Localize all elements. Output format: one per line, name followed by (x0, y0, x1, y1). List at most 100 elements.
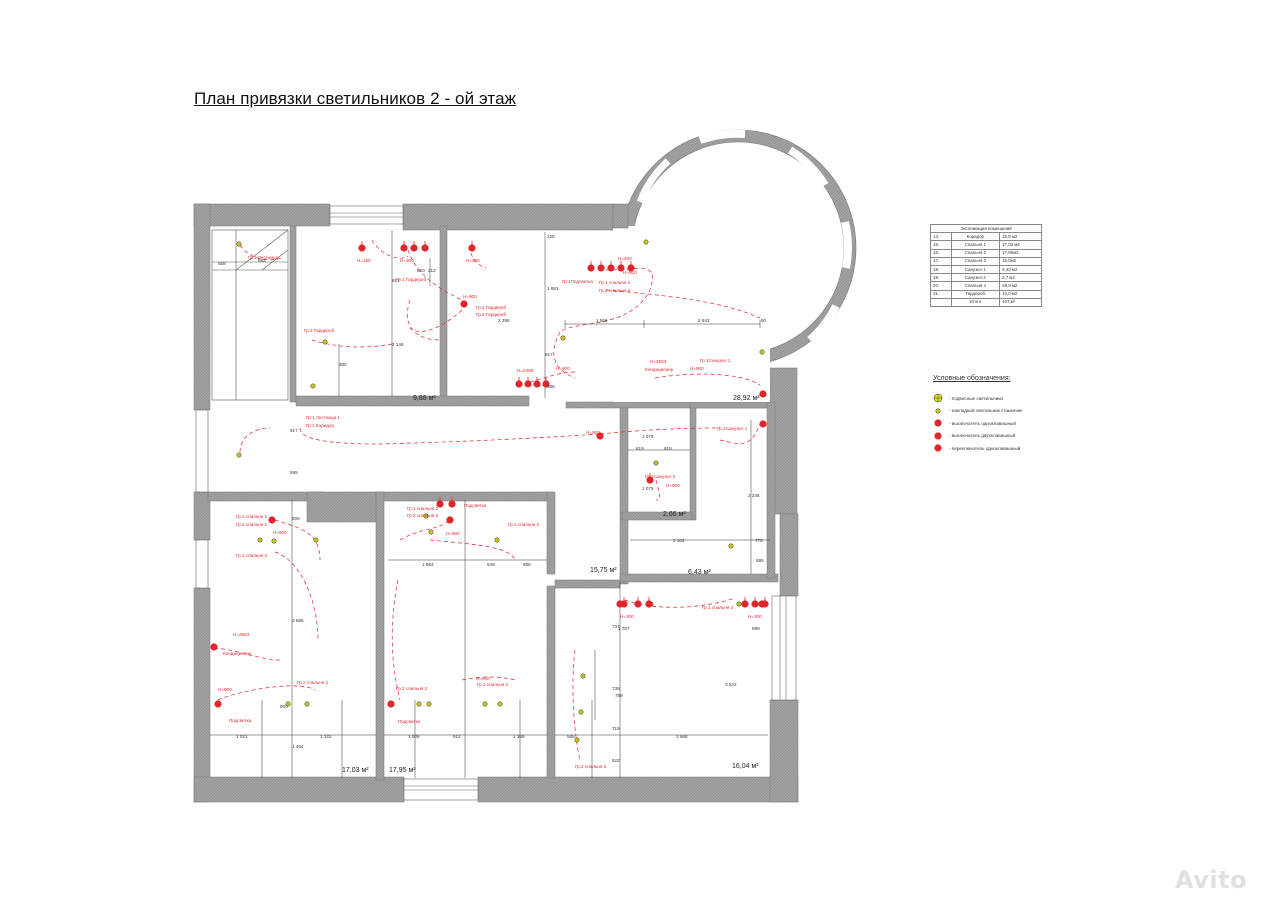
wire-path (399, 519, 451, 541)
wire-path (239, 427, 271, 453)
fixture-label: Гр.1 спальня 2 (407, 506, 439, 511)
fixture-label: Н=900 (666, 483, 680, 488)
fixture-label: Подсветка (229, 718, 252, 723)
wire-path (719, 423, 761, 444)
explication-cell (930, 297, 952, 307)
explication-cell: 19. (930, 273, 952, 283)
fixture-label: Н=2400 (517, 368, 534, 373)
explication-cell: 107,м² (999, 297, 1042, 307)
explication-cell: 15. (930, 240, 952, 250)
explication-cell: 16. (930, 248, 952, 258)
wire-path (407, 299, 441, 341)
legend-label: - подвесные светильники (949, 395, 1003, 401)
surface-spot-icon (423, 513, 429, 519)
legend-label: - выключатель одноклавишный (949, 420, 1016, 426)
dimension-label: 808 (292, 516, 300, 521)
surface-spot-icon (271, 538, 277, 544)
explication-cell: 21. (930, 289, 952, 299)
surface-spot-icon (428, 529, 434, 535)
legend-label: - выключатель двухклавишный (949, 433, 1016, 439)
dimension-label: 866 (523, 562, 531, 567)
wire-path (599, 427, 721, 435)
wire-path (429, 539, 516, 561)
fixture-label: Гр.1Санузел 2 (645, 474, 676, 479)
dimension-label: 737 (612, 624, 620, 629)
dimension-label: 3 595 (292, 618, 304, 623)
fixture-label: Гр.1 Коридор (306, 423, 334, 428)
dimension-label: 300 (339, 362, 347, 367)
fixture-label: Н=2583 (650, 359, 667, 364)
explication-cell: Коридор (950, 232, 1001, 242)
dimension-lines (210, 230, 770, 778)
surface-spot-icon (257, 537, 263, 543)
wire-path (274, 551, 319, 641)
pendant-light-icon (627, 261, 635, 272)
dimension-label: 228 (547, 234, 555, 239)
explication-cell: Спальня 3 (950, 256, 1001, 266)
explication-cell: 15,8 м2 (999, 232, 1042, 242)
explication-cell: Итого (950, 297, 1001, 307)
dimension-label: 1 556 (596, 318, 608, 323)
single-switch-icon (616, 600, 624, 608)
explication-cell: Гардероб (950, 289, 1001, 299)
single-switch-icon (387, 700, 395, 708)
wire-path (299, 427, 601, 445)
surface-spot-icon (426, 701, 432, 707)
wire-path (559, 268, 653, 333)
surface-spot-icon (285, 701, 291, 707)
fixture-label: Н=900 (586, 430, 600, 435)
fixture-label: Н=300 (748, 614, 762, 619)
fixtures (210, 239, 769, 743)
fixture-label: Гр.2 спальня 2 (396, 686, 428, 691)
dimension-label: 558 (218, 261, 226, 266)
watermark-logo: Avito (1175, 866, 1248, 894)
pendant-light-icon (617, 261, 625, 272)
fixture-label: Н=150 (357, 258, 371, 263)
dimension-label: 212 (428, 268, 436, 273)
wire-path (217, 685, 316, 701)
fixture-label: Гр.1 спальня 2 (508, 522, 540, 527)
single-switch-icon (596, 432, 604, 440)
dimension-label: 2 295 (498, 318, 510, 323)
surface-spot-icon (322, 339, 328, 345)
fixture-label: Гр.2 спальня 4 (599, 288, 631, 293)
pendant-light-icon (468, 241, 476, 252)
dimension-label: 619 (664, 446, 672, 451)
legend-item: - выключатель одноклавишный (933, 417, 1053, 430)
fixture-label: Кондиционер (223, 651, 252, 656)
dimension-label: 2 843 (698, 318, 710, 323)
surface-spot-icon (416, 701, 422, 707)
pendant-light-icon (436, 497, 444, 508)
pendant-light-icon (410, 241, 418, 252)
wire-path (572, 649, 581, 761)
pendant-light-icon (533, 377, 541, 388)
fixture-label: Гр.1 спальня 3 (702, 605, 734, 610)
fixture-label: Н=900 (218, 687, 232, 692)
explication-cell: Спальня 2 (950, 248, 1001, 258)
staircase (211, 229, 289, 401)
dimension-label: 1 864 (422, 562, 434, 567)
dimension-label: 1 757 (618, 626, 630, 631)
surface-spot-icon (580, 673, 586, 679)
fixture-label: Н=300 (620, 614, 634, 619)
room-area-label: 15,75 м² (590, 567, 617, 574)
surface-spot-icon (497, 701, 503, 707)
room-area-label: 6,43 м² (688, 569, 711, 576)
dimension-label: 1 021 (236, 734, 248, 739)
fixture-label: Гр.1 Лестница (248, 255, 279, 260)
dimension-label: 817 (545, 352, 553, 357)
dimension-label: 1 075 (642, 434, 654, 439)
single-switch-icon (210, 643, 218, 651)
passthrough-switch-icon (933, 443, 945, 453)
explication-cell: 28,9 м2 (999, 281, 1042, 291)
explication-cell: Санузел 1 (950, 264, 1001, 275)
pendant-light-icon (358, 241, 366, 252)
windows (195, 205, 797, 801)
surface-spot-icon (494, 537, 500, 543)
room-area-label: 28,92 м² (733, 395, 760, 402)
fixture-label: Гр.1 Гардероб (476, 305, 506, 310)
dimension-label: 3 568 (676, 734, 688, 739)
